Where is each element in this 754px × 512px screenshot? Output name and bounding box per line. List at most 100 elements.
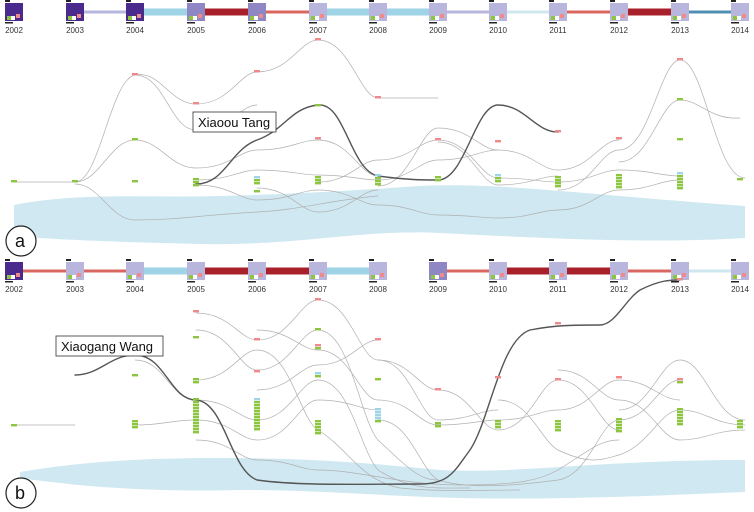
node-bar bbox=[315, 429, 321, 432]
flow-area-b bbox=[20, 458, 745, 499]
glyph-tick bbox=[187, 0, 192, 2]
node-bar bbox=[737, 426, 743, 429]
glyph-swatch bbox=[320, 14, 324, 18]
timeline-band bbox=[447, 269, 489, 273]
year-label: 2009 bbox=[429, 285, 447, 294]
node-bar bbox=[435, 388, 441, 391]
node-bar bbox=[555, 185, 561, 188]
glyph-swatch bbox=[371, 16, 375, 20]
node-bar bbox=[254, 413, 260, 416]
storyline bbox=[497, 399, 746, 461]
glyph-swatch bbox=[431, 16, 435, 20]
panel-badge-b bbox=[5, 477, 37, 509]
callout-box-b bbox=[55, 335, 164, 357]
glyph-swatch bbox=[72, 16, 76, 20]
glyph-underline bbox=[369, 281, 377, 283]
glyph-swatch bbox=[137, 273, 141, 277]
node-bar bbox=[677, 172, 683, 175]
node-bar bbox=[677, 181, 683, 184]
glyph-tick bbox=[671, 259, 676, 261]
storyline bbox=[618, 359, 746, 421]
glyph-swatch bbox=[137, 14, 141, 18]
glyph-swatch bbox=[612, 275, 616, 279]
glyph-swatch bbox=[198, 14, 202, 18]
glyph-swatch bbox=[500, 273, 504, 277]
glyph-tick bbox=[248, 259, 253, 261]
glyph-swatch bbox=[673, 275, 677, 279]
node-bar bbox=[495, 174, 501, 177]
node-bar bbox=[193, 404, 199, 407]
node-bar bbox=[375, 180, 381, 183]
glyph-underline bbox=[671, 22, 679, 24]
node-bar bbox=[193, 413, 199, 416]
year-label: 2004 bbox=[126, 285, 144, 294]
node-bar bbox=[254, 182, 260, 185]
node-bar bbox=[193, 410, 199, 413]
node-bar bbox=[254, 407, 260, 410]
node-bar bbox=[132, 180, 138, 183]
glyph-swatch bbox=[11, 16, 15, 20]
glyph-tick bbox=[369, 0, 374, 2]
year-label: 2009 bbox=[429, 26, 447, 35]
glyph-swatch bbox=[77, 14, 81, 18]
node-bar bbox=[616, 174, 622, 177]
glyph-swatch bbox=[682, 14, 686, 18]
node-bar bbox=[677, 187, 683, 190]
timeline-band bbox=[327, 267, 369, 275]
year-label: 2006 bbox=[248, 26, 266, 35]
panel-label-b: b bbox=[5, 477, 37, 509]
year-label: 2002 bbox=[5, 26, 23, 35]
node-bar bbox=[72, 180, 78, 183]
glyph-underline bbox=[429, 281, 437, 283]
node-bar bbox=[677, 414, 683, 417]
glyph-underline bbox=[610, 22, 618, 24]
node-bar bbox=[677, 58, 683, 61]
glyph-swatch bbox=[254, 275, 258, 279]
timeline-band bbox=[567, 10, 610, 14]
glyph-tick bbox=[549, 0, 554, 2]
glyph-swatch bbox=[128, 16, 132, 20]
node-bar bbox=[254, 338, 260, 341]
year-label: 2007 bbox=[309, 26, 327, 35]
node-bar bbox=[616, 137, 622, 140]
glyph-swatch bbox=[733, 275, 737, 279]
node-bar bbox=[132, 138, 138, 141]
glyph-swatch bbox=[16, 14, 20, 18]
storyline bbox=[557, 59, 746, 191]
callout-xiaogang-wang: Xiaogang Wang bbox=[55, 335, 164, 357]
node-bar bbox=[737, 420, 743, 423]
year-label: 2003 bbox=[66, 285, 84, 294]
glyph-tick bbox=[489, 259, 494, 261]
node-bar bbox=[193, 178, 199, 181]
node-bar bbox=[555, 426, 561, 429]
node-bar bbox=[495, 177, 501, 180]
glyph-tick bbox=[731, 0, 736, 2]
node-bar bbox=[254, 398, 260, 401]
glyph-tick bbox=[309, 0, 314, 2]
storyline bbox=[195, 329, 439, 481]
glyph-swatch bbox=[555, 275, 559, 279]
node-bar bbox=[375, 378, 381, 381]
glyph-underline bbox=[549, 281, 557, 283]
glyph-swatch bbox=[491, 16, 495, 20]
timeline-band bbox=[689, 10, 731, 14]
node-bar bbox=[315, 375, 321, 378]
node-bar bbox=[555, 420, 561, 423]
glyph-swatch bbox=[677, 275, 681, 279]
glyph-underline bbox=[429, 22, 437, 24]
node-bar bbox=[193, 336, 199, 339]
node-bar bbox=[315, 423, 321, 426]
node-bar bbox=[677, 278, 683, 281]
storyline bbox=[195, 179, 681, 219]
node-bar bbox=[315, 426, 321, 429]
glyph-swatch bbox=[16, 273, 20, 277]
glyph-tick bbox=[429, 0, 434, 2]
timeline-band bbox=[84, 269, 126, 273]
node-bar bbox=[193, 425, 199, 428]
node-bar bbox=[677, 378, 683, 381]
glyph-swatch bbox=[551, 16, 555, 20]
node-bar bbox=[555, 179, 561, 182]
glyph-swatch bbox=[259, 14, 263, 18]
